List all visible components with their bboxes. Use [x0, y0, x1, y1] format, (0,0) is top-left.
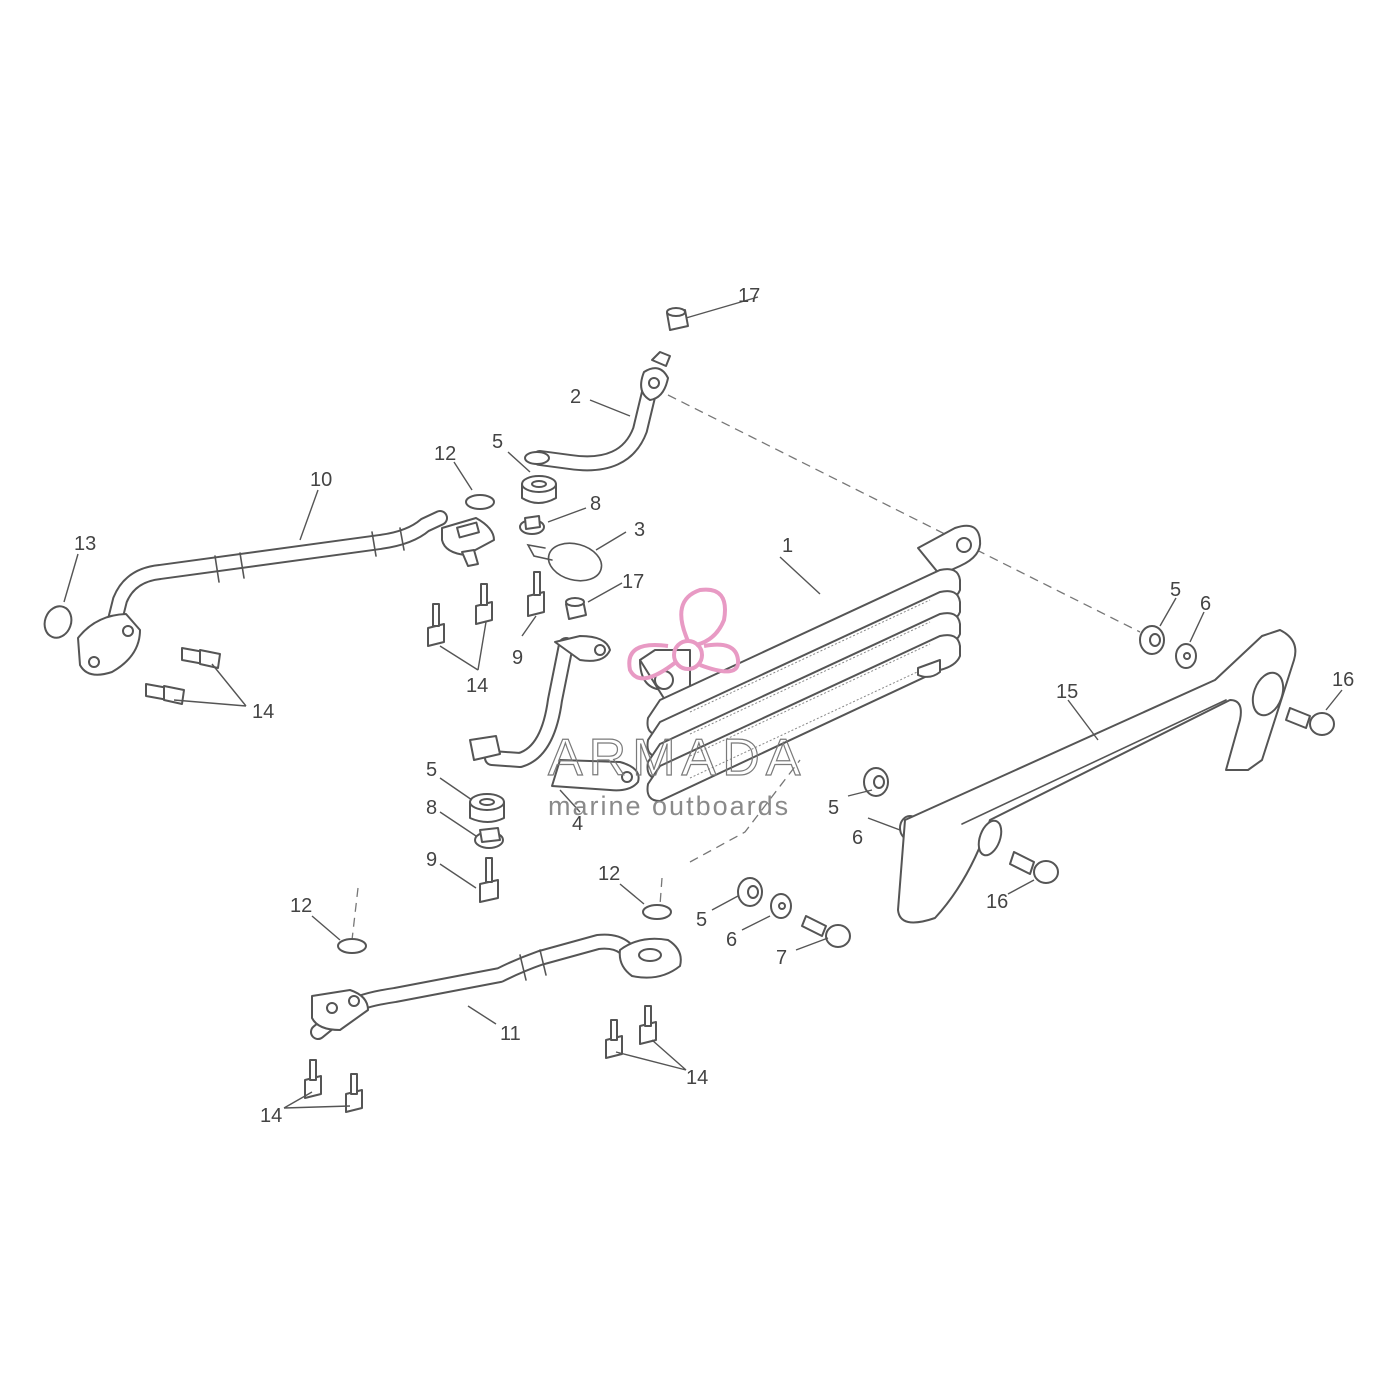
- pipe-upper: [532, 351, 671, 472]
- propeller-logo-icon: [627, 587, 741, 681]
- bolt-7: [801, 915, 851, 948]
- callout-4: 4: [572, 813, 583, 835]
- callout-10: 10: [310, 469, 332, 491]
- callout-5-top: 5: [492, 431, 503, 453]
- armada-watermark: ARMADA marine outboards: [547, 587, 806, 821]
- grommet-right-upper: [1139, 625, 1197, 669]
- bolt-9-lower: [479, 857, 499, 903]
- alignment-lines: [351, 394, 1141, 941]
- callout-14-left: 14: [252, 701, 274, 723]
- callout-2: 2: [570, 386, 581, 408]
- callout-16-bottom: 16: [986, 891, 1008, 913]
- grommet-upper: [521, 451, 557, 504]
- callout-13: 13: [74, 533, 96, 555]
- cap-17-upper: [666, 307, 689, 331]
- bolt-14-lower-left-b: [345, 1073, 363, 1113]
- callout-5-left: 5: [426, 759, 437, 781]
- bolt-16-lower: [1009, 851, 1059, 884]
- callout-9-left: 9: [426, 849, 437, 871]
- callout-5-right-mid: 5: [828, 797, 839, 819]
- grommet-right-lower: [737, 877, 792, 919]
- leader-lines: [63, 296, 1343, 1109]
- watermark-title: ARMADA: [548, 729, 806, 787]
- o-ring-13: [43, 605, 73, 639]
- callout-17-top: 17: [738, 285, 760, 307]
- callout-12-right: 12: [598, 863, 620, 885]
- collar-lower-left: [474, 827, 504, 849]
- grommet-lower-left: [469, 793, 505, 823]
- callout-9-top: 9: [512, 647, 523, 669]
- bolt-16-upper: [1285, 707, 1335, 736]
- bolt-14-lower-right-b: [639, 1005, 657, 1045]
- bolt-14-upper-a: [427, 603, 445, 647]
- o-ring-12-upper: [465, 494, 495, 510]
- hose-lower: [310, 933, 682, 1040]
- callout-17-mid: 17: [622, 571, 644, 593]
- callout-12-left: 12: [290, 895, 312, 917]
- callout-6-bottom: 6: [726, 929, 737, 951]
- callout-5-bottom: 5: [696, 909, 707, 931]
- watermark-subtitle: marine outboards: [548, 791, 790, 821]
- bolt-14-upper-b: [475, 583, 493, 625]
- callout-14-top: 14: [466, 675, 488, 697]
- collar-upper: [519, 515, 545, 535]
- callout-12-top: 12: [434, 443, 456, 465]
- callout-14-bottom-left: 14: [260, 1105, 282, 1127]
- callout-6-right-top: 6: [1200, 593, 1211, 615]
- pipe-lower: [469, 635, 640, 792]
- mounting-bracket: [897, 629, 1297, 924]
- o-ring-12-left: [337, 938, 367, 954]
- callout-5-right-top: 5: [1170, 579, 1181, 601]
- bolt-9-upper: [527, 571, 545, 617]
- callout-6-right-mid: 6: [852, 827, 863, 849]
- o-ring-12-right: [642, 904, 672, 920]
- callout-7: 7: [776, 947, 787, 969]
- hose-clip: [526, 542, 603, 582]
- callout-8-left: 8: [426, 797, 437, 819]
- callout-1: 1: [782, 535, 793, 557]
- callout-3: 3: [634, 519, 645, 541]
- cooler-fins: [646, 568, 961, 803]
- bolt-14-lower-left-a: [304, 1059, 322, 1099]
- callout-16-top: 16: [1332, 669, 1354, 691]
- bolt-14-left-b: [145, 683, 185, 705]
- callout-8-top: 8: [590, 493, 601, 515]
- callout-14-bottom-right: 14: [686, 1067, 708, 1089]
- cap-17-lower: [565, 597, 587, 620]
- callout-labels: 17 2 5 12 10 8 3 13 1 17 5 6 9 14 16 15 …: [74, 285, 1354, 1127]
- bolt-14-left-a: [181, 647, 221, 669]
- callout-15: 15: [1056, 681, 1078, 703]
- callout-11: 11: [500, 1023, 521, 1045]
- hose-upper: [77, 510, 495, 676]
